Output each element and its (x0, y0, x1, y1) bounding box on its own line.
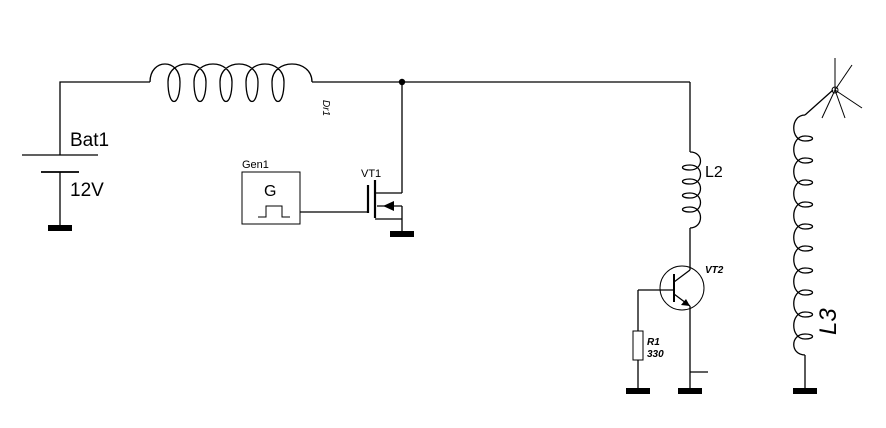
vt1-label: VT1 (361, 168, 381, 180)
resistor-r1[interactable] (626, 290, 650, 394)
gen1-symbol-label: G (264, 183, 276, 200)
ground-symbol (390, 231, 414, 237)
dr1-label: Dr1 (320, 100, 331, 116)
r1-name-label: R1 (647, 337, 660, 348)
ground-symbol (626, 388, 650, 394)
bat1-name-label: Bat1 (70, 130, 109, 151)
gen1-name-label: Gen1 (242, 159, 269, 171)
r1-value-label: 330 (647, 349, 664, 360)
mosfet-vt1[interactable] (366, 82, 414, 237)
inductor-l2[interactable] (681, 82, 702, 270)
inductor-l3[interactable] (793, 114, 817, 394)
battery-bat1[interactable] (22, 81, 150, 231)
generator-gen1[interactable] (241, 171, 368, 225)
ground-symbol (48, 225, 72, 231)
transistor-vt2[interactable] (638, 265, 708, 394)
inductor-dr1[interactable] (149, 63, 690, 103)
bat1-value-label: 12V (70, 180, 104, 201)
l3-label: L3 (815, 308, 842, 335)
ground-symbol (793, 388, 817, 394)
antenna-symbol (804, 58, 863, 119)
l2-label: L2 (705, 164, 723, 181)
ground-symbol (678, 388, 702, 394)
vt2-label: VT2 (705, 265, 724, 276)
